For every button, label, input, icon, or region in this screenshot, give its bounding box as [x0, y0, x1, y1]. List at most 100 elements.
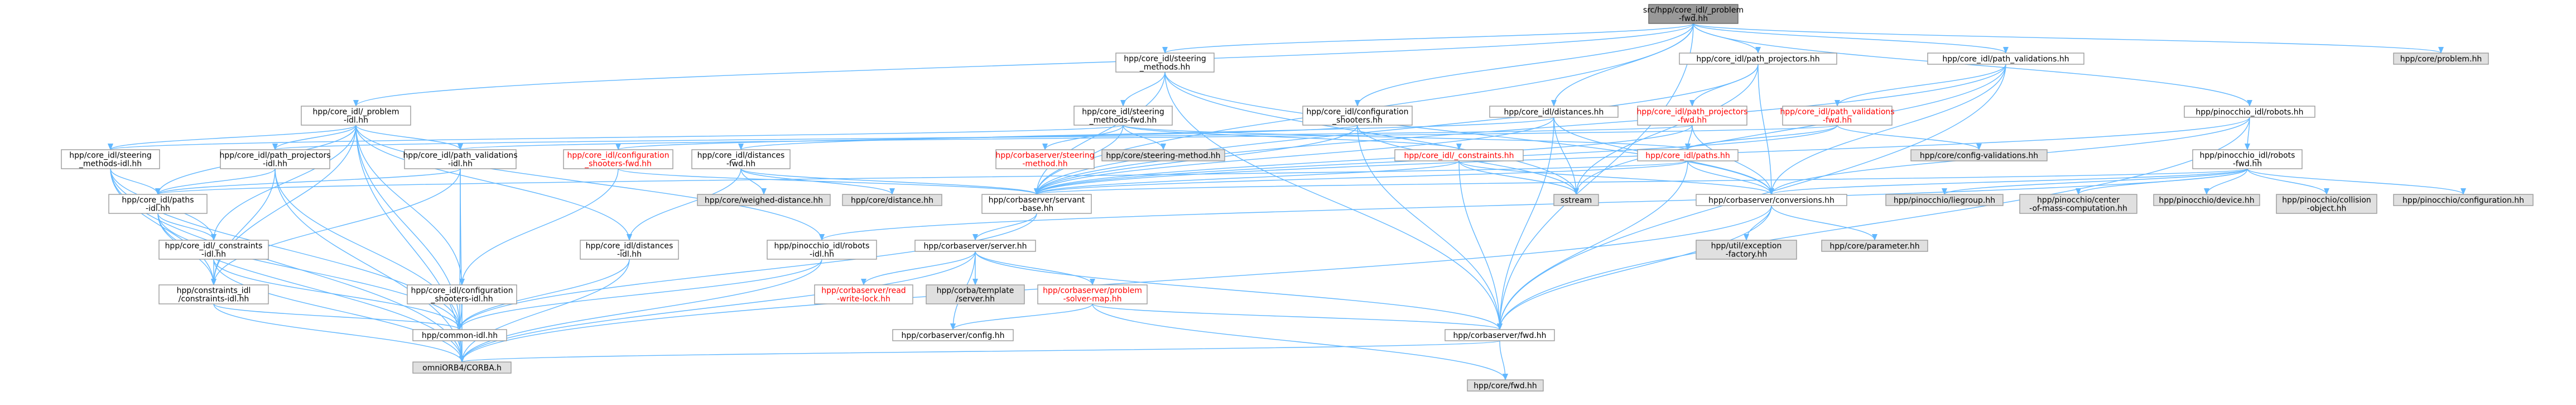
- node-steering-methods-idl[interactable]: hpp/core_idl/steering_methods-idl.hh: [61, 149, 160, 169]
- node-label: hpp/core_idl/distances: [697, 151, 785, 160]
- node-configuration-shooters-hh[interactable]: hpp/core_idl/configuration_shooters.hh: [1302, 106, 1413, 126]
- node-config-validations[interactable]: hpp/core/config-validations.hh: [1910, 149, 2048, 161]
- node-constraints-hh[interactable]: hpp/core_idl/_constraints.hh: [1394, 149, 1524, 161]
- edge-problem-idl-to-robots-idl: [355, 125, 825, 241]
- node-path-projectors-fwd[interactable]: hpp/core_idl/path_projectors-fwd.hh: [1636, 106, 1748, 126]
- node-label: -idl.hh: [263, 160, 287, 169]
- node-distances-hh[interactable]: hpp/core_idl/distances.hh: [1489, 106, 1619, 118]
- edge-path-validations-fwd-to-path-validations-idl: [458, 125, 1838, 150]
- edge-configuration-shooters-fwd-to-servant-base: [618, 168, 1039, 195]
- node-label: -object.hh: [2307, 204, 2347, 213]
- node-box: [914, 240, 1036, 252]
- node-distances-idl[interactable]: hpp/core_idl/distances-idl.hh: [580, 240, 679, 260]
- node-path-validations-hh[interactable]: hpp/core_idl/path_validations.hh: [1927, 53, 2084, 65]
- node-core-parameter[interactable]: hpp/core/parameter.hh: [1821, 240, 1928, 252]
- node-box: [563, 149, 673, 169]
- node-root[interactable]: src/hpp/core_idl/_problem-fwd.hh: [1643, 4, 1744, 24]
- edge-constraints-constraints-idl-to-common-idl: [213, 303, 463, 330]
- node-corbaserver-steering-method[interactable]: hpp/corbaserver/steering-method.hh: [995, 149, 1095, 169]
- node-label: hpp/core_idl/steering: [1082, 108, 1164, 117]
- node-servant-base[interactable]: hpp/corbaserver/servant-base.hh: [981, 194, 1092, 214]
- node-corbaserver-config[interactable]: hpp/corbaserver/config.hh: [892, 329, 1014, 341]
- node-label: hpp/corba/template: [937, 287, 1014, 296]
- node-conversions[interactable]: hpp/corbaserver/conversions.hh: [1696, 194, 1847, 206]
- edge-root-to-robots-hh: [1693, 23, 2252, 107]
- node-core-distance[interactable]: hpp/core/distance.hh: [842, 194, 942, 206]
- edge-path-validations-hh-to-conversions: [1769, 64, 2006, 195]
- edge-robots-fwd-to-center-of-mass: [2076, 168, 2248, 195]
- node-read-write-lock[interactable]: hpp/corbaserver/read-write-lock.hh: [814, 284, 913, 304]
- node-box: [158, 284, 269, 304]
- node-steering-methods-fwd[interactable]: hpp/core_idl/steering_methods-fwd.hh: [1073, 106, 1173, 126]
- node-box: [1910, 149, 2048, 161]
- node-core-steering-method[interactable]: hpp/core/steering-method.hh: [1101, 149, 1225, 161]
- node-path-validations-fwd[interactable]: hpp/core_idl/path_validations-fwd.hh: [1780, 106, 1895, 126]
- edge-configuration-shooters-fwd-to-configuration-shooters-idl: [459, 168, 619, 285]
- edge-distances-hh-to-distances-fwd: [738, 117, 1554, 150]
- node-label: hpp/pinocchio/collision: [2282, 196, 2371, 205]
- node-robots-hh[interactable]: hpp/pinocchio_idl/robots.hh: [2184, 106, 2315, 118]
- edge-steering-methods-fwd-to-corbaserver-steering-method: [1042, 125, 1124, 150]
- node-path-validations-idl[interactable]: hpp/core_idl/path_validations-idl.hh: [403, 149, 518, 169]
- edge-path-validations-hh-to-sstream: [1573, 64, 2006, 195]
- node-box: [412, 329, 507, 341]
- node-label: -solver-map.hh: [1063, 295, 1122, 304]
- edge-paths-hh-to-conversions: [1687, 160, 1774, 195]
- node-paths-idl[interactable]: hpp/core_idl/paths-idl.hh: [108, 194, 208, 214]
- node-box: [1679, 53, 1837, 65]
- edge-root-to-core-problem: [1693, 23, 2444, 54]
- node-omniorb-template[interactable]: hpp/corba/template/server.hh: [926, 284, 1025, 304]
- edge-path-validations-hh-to-servant-base: [1034, 64, 2006, 195]
- node-device[interactable]: hpp/pinocchio/device.hh: [2153, 194, 2260, 206]
- edge-problem-idl-to-steering-methods-idl: [108, 125, 357, 150]
- node-problem-idl[interactable]: hpp/core_idl/_problem-idl.hh: [301, 106, 411, 126]
- node-path-projectors-hh[interactable]: hpp/core_idl/path_projectors.hh: [1679, 53, 1837, 65]
- node-label: hpp/corbaserver/read: [821, 287, 906, 296]
- node-label: -idl.hh: [344, 116, 368, 125]
- edge-constraints-idl-to-omniorb: [213, 259, 465, 363]
- node-label: hpp/core_idl/path_projectors: [219, 151, 330, 160]
- node-box: [981, 194, 1092, 214]
- node-collision-object[interactable]: hpp/pinocchio/collision-object.hh: [2276, 194, 2377, 214]
- node-liegroup[interactable]: hpp/pinocchio/liegroup.hh: [1885, 194, 2004, 206]
- node-core-fwd[interactable]: hpp/core/fwd.hh: [1467, 379, 1544, 392]
- node-server-hh[interactable]: hpp/corbaserver/server.hh: [914, 240, 1036, 252]
- node-paths-hh[interactable]: hpp/core_idl/paths.hh: [1637, 149, 1739, 161]
- node-core-problem[interactable]: hpp/core/problem.hh: [2393, 53, 2489, 65]
- node-label: hpp/core/steering-method.hh: [1106, 151, 1220, 160]
- node-path-projectors-idl[interactable]: hpp/core_idl/path_projectors-idl.hh: [219, 149, 331, 169]
- node-omniorb[interactable]: omniORB4/CORBA.h: [412, 361, 512, 374]
- node-common-idl[interactable]: hpp/common-idl.hh: [412, 329, 507, 341]
- node-box: [1302, 106, 1413, 126]
- edge-corbaserver-fwd-to-omniorb: [460, 340, 1500, 363]
- node-configuration-shooters-fwd[interactable]: hpp/core_idl/configuration_shooters-fwd.…: [563, 149, 673, 169]
- node-box: [1637, 149, 1739, 161]
- node-problem-solver-map[interactable]: hpp/corbaserver/problem-solver-map.hh: [1037, 284, 1148, 304]
- node-distances-fwd[interactable]: hpp/core_idl/distances-fwd.hh: [691, 149, 791, 169]
- edge-path-projectors-hh-to-sstream: [1573, 64, 1759, 195]
- node-label: _methods.hh: [1139, 63, 1191, 72]
- node-box: [1637, 106, 1747, 126]
- node-corbaserver-fwd[interactable]: hpp/corbaserver/fwd.hh: [1445, 329, 1555, 341]
- node-box: [1782, 106, 1893, 126]
- node-exception-factory[interactable]: hpp/util/exception-factory.hh: [1696, 240, 1797, 260]
- edge-path-validations-hh-to-path-validations-fwd: [1835, 64, 2006, 107]
- node-steering-methods-hh[interactable]: hpp/core_idl/steering_methods.hh: [1115, 53, 1215, 73]
- node-robots-idl[interactable]: hpp/pinocchio_idl/robots-idl.hh: [767, 240, 877, 260]
- node-box: [1037, 284, 1148, 304]
- node-configuration-shooters-idl[interactable]: hpp/core_idl/configuration_shooters-idl.…: [407, 284, 517, 304]
- node-constraints-idl[interactable]: hpp/core_idl/_constraints-idl.hh: [158, 240, 269, 260]
- node-label: -fwd.hh: [1823, 116, 1852, 125]
- node-label: hpp/core_idl/configuration: [567, 151, 670, 160]
- node-label: /server.hh: [956, 295, 995, 304]
- node-label: hpp/core/config-validations.hh: [1920, 151, 2038, 160]
- node-constraints-constraints-idl[interactable]: hpp/constraints_idl/constraints-idl.hh: [158, 284, 269, 304]
- node-center-of-mass[interactable]: hpp/pinocchio/center-of-mass-computation…: [2019, 194, 2137, 214]
- node-label: hpp/corbaserver/fwd.hh: [1453, 331, 1546, 340]
- edge-distances-idl-to-common-idl: [457, 259, 630, 330]
- node-label: -method.hh: [1022, 160, 1067, 169]
- node-weighed-distance[interactable]: hpp/core/weighed-distance.hh: [697, 194, 831, 206]
- node-sstream[interactable]: sstream: [1553, 194, 1599, 206]
- node-pinocchio-configuration[interactable]: hpp/pinocchio/configuration.hh: [2393, 194, 2534, 206]
- node-robots-fwd[interactable]: hpp/pinocchio_idl/robots-fwd.hh: [2192, 149, 2303, 169]
